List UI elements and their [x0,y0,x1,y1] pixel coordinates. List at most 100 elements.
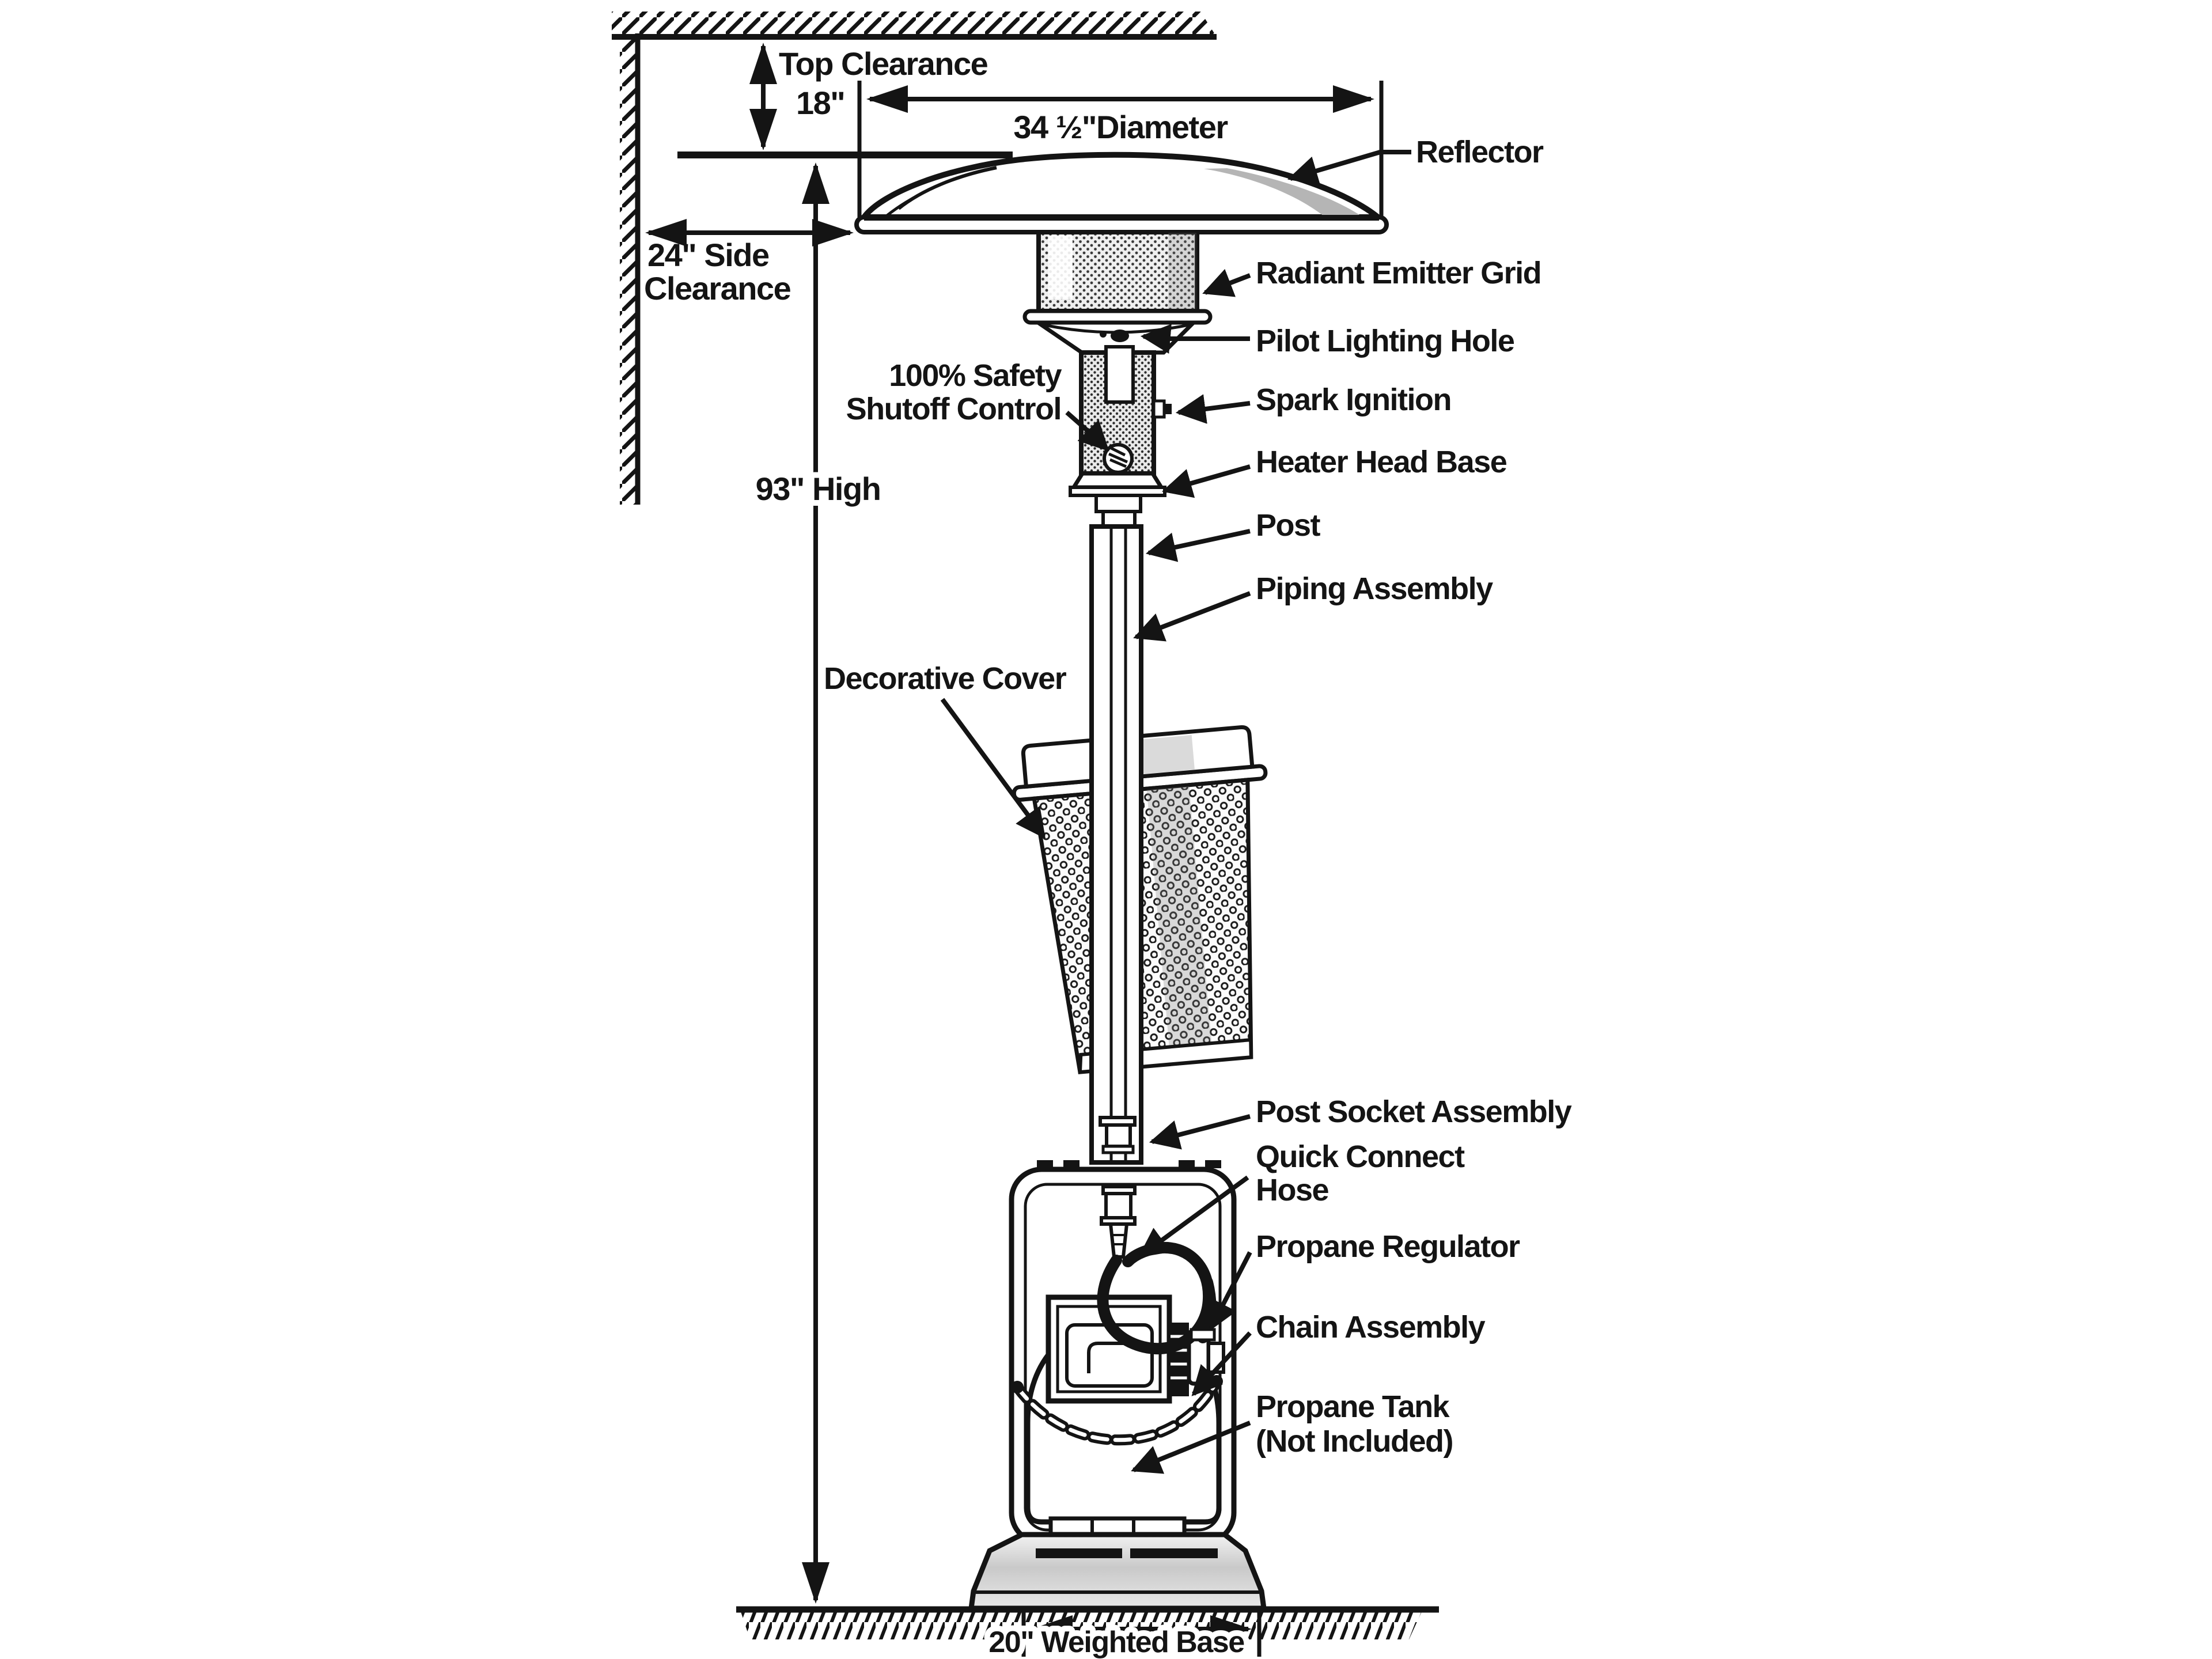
housing-top-tabs [1037,1160,1221,1168]
quick-connect-fitting [1108,1222,1129,1259]
dimension-base: 20" Weighted Base [983,1611,1262,1659]
label-reflector-text: Reflector [1416,135,1544,169]
spark-ignition-knob [1152,399,1166,419]
chain-anchor-left [1011,1381,1024,1393]
cover-mesh-shading [1146,786,1212,1046]
label-quick-line2: Hose [1256,1173,1329,1207]
side-clearance-line2: Clearance [644,270,791,306]
reflector-shading [1204,168,1363,217]
label-radiant-text: Radiant Emitter Grid [1256,256,1541,290]
pedestal-slot-right [1130,1548,1218,1558]
reflector-assembly [854,151,1389,234]
socket-cylinder [1104,1192,1132,1219]
ceiling-hatching [612,12,1217,37]
weighted-base-part [968,1532,1267,1611]
spark-ignition-tip [1164,404,1172,414]
regulator-pipe-glyph [1087,1342,1127,1373]
regulator-plate [1065,1323,1154,1388]
post-socket-assembly-part [1100,1185,1137,1259]
side-clearance-line1: 24" Side [647,237,769,273]
leader-arrow [1191,1331,1252,1396]
pilot-hole-dot [1111,329,1129,342]
wall-hatching [620,37,638,505]
decorative-cover [1012,725,1268,1074]
part-labels: Reflector Radiant Emitter Grid Pilot Lig… [824,135,1573,1474]
label-tank-line2: (Not Included) [1256,1424,1453,1459]
label-reflector: Reflector [1287,135,1545,185]
dimension-top-clearance: Top Clearance 18" [677,43,1013,158]
wall [620,33,641,505]
leader-arrow [1149,1114,1251,1150]
label-head-base-text: Heater Head Base [1256,445,1507,479]
leader-arrow [1202,268,1251,297]
piping-tube-lines [1109,527,1127,1162]
dimension-height: 93" High [750,162,887,1604]
label-socket-text: Post Socket Assembly [1256,1094,1572,1129]
label-post-text: Post [1256,508,1321,543]
leader-arrow [1287,150,1411,185]
label-propane-regulator: Propane Regulator [1209,1229,1521,1331]
radiant-emitter-grid-part [1022,230,1213,355]
label-propane-tank: Propane Tank (Not Included) [1131,1389,1453,1474]
head-coupler-2 [1101,510,1137,528]
control-slot [1104,345,1135,404]
head-base-flare [1070,471,1165,490]
label-spark-text: Spark Ignition [1256,382,1451,417]
label-cover-text: Decorative Cover [824,661,1067,696]
post-part [1089,524,1143,1165]
base-label: 20" Weighted Base [988,1626,1244,1659]
label-piping-assembly: Piping Assembly [1133,571,1494,642]
label-safety-line2: Shutoff Control [846,392,1061,426]
control-head [1079,345,1172,476]
dimension-diameter: 34 ½"Diameter [857,81,1384,217]
cover-band-shading [1139,735,1195,774]
label-pilot-lighting-hole: Pilot Lighting Hole [1140,324,1515,358]
leader-arrow [1065,410,1109,452]
pedestal [968,1532,1267,1611]
safety-shutoff-screw [1103,443,1134,474]
leader-arrow [1140,324,1250,354]
pedestal-slot-left [1036,1548,1122,1558]
leader-arrow [940,698,1046,839]
piping-cylinder-a [1105,1123,1132,1148]
leader-arrow [1138,1175,1249,1258]
ceiling [612,12,1217,40]
label-quick-connect-hose: Quick Connect Hose [1138,1139,1466,1258]
reflector-inner-line-2 [886,188,930,217]
post-tube [1089,524,1143,1165]
emitter-shading [1168,233,1196,310]
fitting-ridges [1112,1234,1124,1245]
top-clearance-label: Top Clearance [779,46,988,82]
label-radiant-emitter-grid: Radiant Emitter Grid [1202,256,1542,297]
label-safety-shutoff-control: 100% Safety Shutoff Control [846,358,1109,452]
hose-connector-band [1190,1328,1216,1342]
label-post-socket-assembly: Post Socket Assembly [1149,1094,1573,1150]
label-regulator-text: Propane Regulator [1256,1229,1520,1264]
top-clearance-value: 18" [796,85,844,121]
leader-arrow [1209,1251,1252,1331]
piping-flange-b [1101,1145,1135,1154]
leader-arrow [1161,464,1251,498]
base-extension-lines [1021,1611,1262,1657]
leader-arrow [1133,591,1251,642]
diameter-label: 34 ½"Diameter [1013,109,1228,145]
pilot-hole-tick [1100,331,1107,338]
emitter-highlight [1048,236,1073,299]
diameter-extension-lines [857,81,1384,217]
heater-head-base-part [1069,471,1166,528]
leader-arrow [1175,394,1251,424]
label-chain-assembly: Chain Assembly [1191,1310,1486,1396]
chain-links-inner [1015,1379,1219,1442]
head-coupler [1094,494,1142,513]
label-piping-text: Piping Assembly [1256,571,1493,606]
leader-arrow [1145,529,1251,562]
leader-arrow [1131,1421,1251,1474]
height-label: 93" High [756,471,881,507]
label-safety-line1: 100% Safety [889,358,1062,393]
reflector-dome [858,151,1386,220]
label-post: Post [1145,508,1321,562]
label-chain-text: Chain Assembly [1256,1310,1486,1344]
label-pilot-text: Pilot Lighting Hole [1256,324,1514,358]
